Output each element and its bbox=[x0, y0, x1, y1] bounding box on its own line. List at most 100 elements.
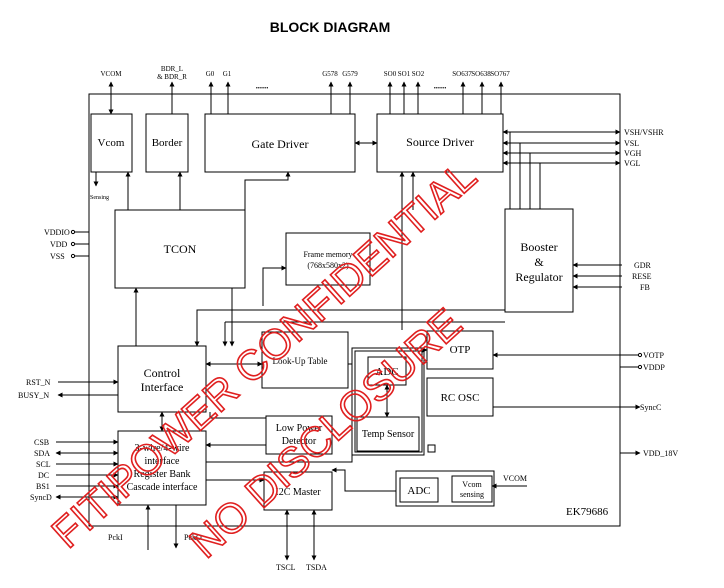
svg-text:BUSY_N: BUSY_N bbox=[18, 391, 49, 400]
svg-text:RST_N: RST_N bbox=[26, 378, 51, 387]
diagram-title: BLOCK DIAGRAM bbox=[270, 19, 391, 35]
svg-text:SyncD: SyncD bbox=[30, 493, 52, 502]
svg-text:FB: FB bbox=[640, 283, 650, 292]
svg-text:VDDIO: VDDIO bbox=[44, 228, 70, 237]
svg-text:OTP: OTP bbox=[450, 344, 471, 356]
chip-outline bbox=[88, 93, 621, 527]
left-power-pins: VDDIO VDD VSS bbox=[44, 228, 70, 261]
top-pin-arrows bbox=[93, 81, 504, 187]
temp-sensor-group: ADC Temp Sensor bbox=[351, 347, 436, 456]
svg-text:Gate Driver: Gate Driver bbox=[252, 137, 309, 151]
left-control-pins: RST_N BUSY_N CSB SDA SCL DC BS1 SyncD bbox=[18, 378, 52, 502]
svg-text:RC OSC: RC OSC bbox=[441, 392, 480, 404]
svg-text:Booster: Booster bbox=[520, 240, 557, 254]
svg-text:PckI: PckI bbox=[108, 533, 123, 542]
svg-text:BS1: BS1 bbox=[36, 482, 50, 491]
svg-text:Register Bank: Register Bank bbox=[134, 469, 191, 480]
confidential-watermark: FITIPOWER CONFIDENTIAL NO DISCLOSURE bbox=[42, 151, 486, 568]
svg-text:SCL: SCL bbox=[36, 460, 51, 469]
svg-text:I2C Master: I2C Master bbox=[275, 487, 321, 498]
svg-text:G1: G1 bbox=[223, 70, 232, 78]
svg-text:ADC: ADC bbox=[375, 366, 398, 378]
left-power-lines bbox=[70, 229, 89, 259]
svg-text:SO637: SO637 bbox=[452, 70, 472, 78]
svg-text:Low Power: Low Power bbox=[276, 423, 323, 434]
svg-text:G579: G579 bbox=[342, 70, 358, 78]
svg-text:GDR: GDR bbox=[634, 261, 652, 270]
svg-text:VSH/VSHR: VSH/VSHR bbox=[624, 128, 664, 137]
svg-text:&: & bbox=[534, 255, 544, 269]
svg-text:RESE: RESE bbox=[632, 272, 652, 281]
chip-name: EK79686 bbox=[566, 506, 609, 518]
svg-text:Control: Control bbox=[144, 366, 181, 380]
svg-text:VDDP: VDDP bbox=[643, 363, 665, 372]
svg-text:PckO: PckO bbox=[184, 533, 202, 542]
svg-text:SO767: SO767 bbox=[490, 70, 510, 78]
frame-memory-block: Frame memory (768x580x2) bbox=[285, 232, 371, 286]
svg-text:VDD: VDD bbox=[50, 240, 68, 249]
svg-text:SO638: SO638 bbox=[471, 70, 491, 78]
bottom-pin-lines bbox=[145, 504, 317, 561]
tcon-block: TCON bbox=[114, 209, 246, 289]
svg-text:VDD_18V: VDD_18V bbox=[643, 449, 678, 458]
svg-text:Temp Sensor: Temp Sensor bbox=[362, 429, 415, 440]
svg-text:interface: interface bbox=[145, 456, 181, 467]
svg-text:VSL: VSL bbox=[624, 139, 639, 148]
right-pin-lines bbox=[491, 129, 643, 489]
svg-text:VGL: VGL bbox=[624, 159, 641, 168]
top-pin-labels: VCOM BDR_L & BDR_R G0 G1 •••••• G578 G57… bbox=[100, 65, 510, 92]
vcom-block: Vcom bbox=[90, 113, 133, 173]
rc-osc-block: RC OSC bbox=[426, 377, 494, 417]
left-control-lines bbox=[55, 379, 119, 500]
svg-text:SDA: SDA bbox=[34, 449, 50, 458]
svg-text:ADC: ADC bbox=[407, 485, 430, 497]
svg-text:(768x580x2): (768x580x2) bbox=[307, 261, 349, 270]
svg-text:Detector: Detector bbox=[282, 436, 317, 447]
svg-text:Look-Up Table: Look-Up Table bbox=[273, 356, 328, 366]
svg-text:sensing: sensing bbox=[460, 490, 484, 499]
border-block: Border bbox=[145, 113, 189, 173]
svg-text:CSB: CSB bbox=[34, 438, 49, 447]
svg-text:BDR_L: BDR_L bbox=[161, 65, 183, 73]
svg-text:Border: Border bbox=[152, 137, 183, 149]
svg-text:DC: DC bbox=[38, 471, 49, 480]
gate-driver-block: Gate Driver bbox=[204, 113, 356, 173]
low-power-detector-block: Low Power Detector bbox=[265, 415, 333, 455]
svg-text:TSDA: TSDA bbox=[306, 563, 327, 572]
svg-text:TSCL: TSCL bbox=[276, 563, 296, 572]
svg-text:VCOM: VCOM bbox=[503, 474, 527, 483]
svg-text:VOTP: VOTP bbox=[643, 351, 664, 360]
svg-text:VGH: VGH bbox=[624, 149, 642, 158]
booster-regulator-block: Booster & Regulator bbox=[504, 208, 574, 313]
svg-text:SyncC: SyncC bbox=[640, 403, 661, 412]
svg-text:Regulator: Regulator bbox=[515, 270, 562, 284]
svg-text:Interface: Interface bbox=[141, 380, 184, 394]
svg-text:••••••: •••••• bbox=[256, 86, 269, 92]
bottom-pins: PckI PckO TSCL TSDA bbox=[108, 533, 327, 572]
svg-text:3-wire/4-wire: 3-wire/4-wire bbox=[135, 443, 191, 454]
svg-text:SO0: SO0 bbox=[384, 70, 397, 78]
svg-text:VCOM: VCOM bbox=[100, 70, 122, 78]
svg-text:NO DISCLOSURE: NO DISCLOSURE bbox=[181, 299, 471, 567]
svg-text:Cascade interface: Cascade interface bbox=[127, 482, 198, 493]
svg-text:Vcom: Vcom bbox=[98, 137, 125, 149]
svg-text:Frame memory: Frame memory bbox=[303, 250, 352, 259]
svg-text:VSS: VSS bbox=[50, 252, 65, 261]
control-interface-block: Control Interface bbox=[117, 345, 207, 413]
svg-text:••••••: •••••• bbox=[434, 86, 447, 92]
svg-text:Source Driver: Source Driver bbox=[406, 135, 474, 149]
svg-text:& BDR_R: & BDR_R bbox=[157, 73, 187, 81]
svg-text:SO2: SO2 bbox=[412, 70, 425, 78]
svg-text:SO1: SO1 bbox=[398, 70, 411, 78]
svg-text:G578: G578 bbox=[322, 70, 338, 78]
right-pins: VSH/VSHR VSL VGH VGL GDR RESE FB VOTP VD… bbox=[503, 128, 678, 483]
svg-text:Vcom: Vcom bbox=[462, 480, 482, 489]
svg-text:TCON: TCON bbox=[164, 242, 197, 256]
svg-text:G0: G0 bbox=[206, 70, 215, 78]
sensing-label: Sensing bbox=[90, 195, 109, 201]
vcom-sensing-group: ADC Vcom sensing bbox=[395, 470, 495, 507]
lookup-table-block: Look-Up Table bbox=[261, 331, 349, 389]
i2c-master-block: I2C Master bbox=[263, 471, 333, 511]
internal-connections bbox=[125, 140, 505, 492]
